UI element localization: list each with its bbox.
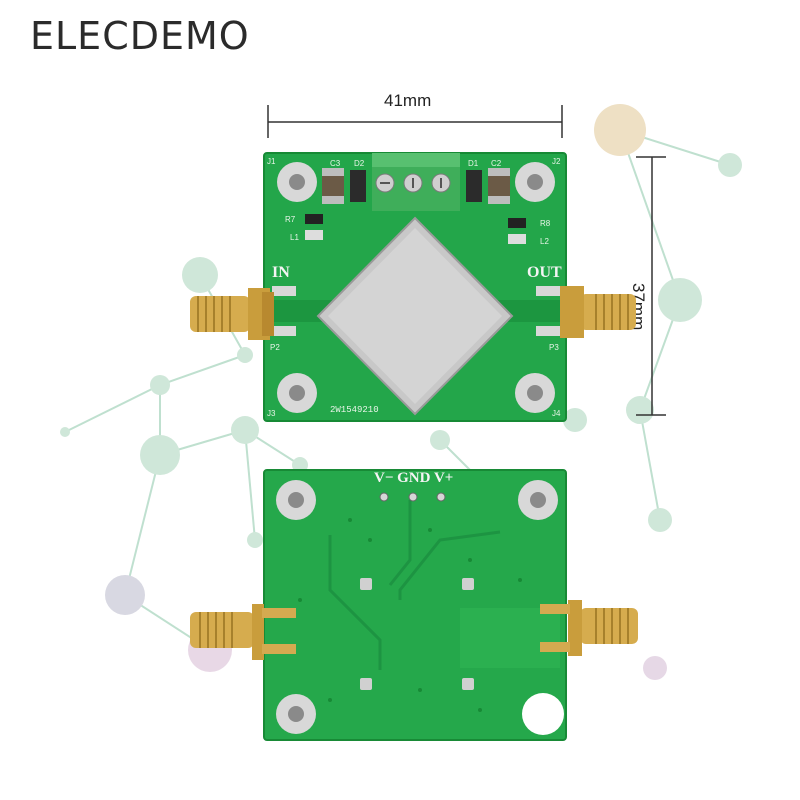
- mount-hole-j1: [277, 162, 317, 202]
- brand-logo: ELECDEMO: [30, 14, 250, 58]
- sma-connector-bottom-right: [540, 600, 638, 656]
- svg-text:R7: R7: [285, 215, 296, 224]
- svg-text:L2: L2: [540, 237, 549, 246]
- svg-text:J2: J2: [552, 157, 561, 166]
- svg-text:R8: R8: [540, 219, 551, 228]
- sma-connector-output: [560, 286, 636, 338]
- pcb-bottom-substrate: [264, 470, 566, 740]
- width-dimension-label: 41mm: [384, 91, 432, 110]
- output-label: OUT: [527, 264, 562, 281]
- sma-connector-bottom-left: [190, 604, 296, 660]
- sma-connector-input: [190, 288, 274, 340]
- mount-hole-j4: [515, 373, 555, 413]
- svg-text:J3: J3: [267, 409, 276, 418]
- mount-hole-j3: [277, 373, 317, 413]
- svg-text:P2: P2: [270, 343, 280, 352]
- input-label: IN: [272, 264, 290, 281]
- svg-text:J4: J4: [552, 409, 561, 418]
- svg-text:P3: P3: [549, 343, 559, 352]
- svg-text:C2: C2: [491, 159, 502, 168]
- svg-text:J1: J1: [267, 157, 276, 166]
- svg-text:L1: L1: [290, 233, 299, 242]
- svg-text:D2: D2: [354, 159, 365, 168]
- power-pin-labels: V− GND V+: [374, 470, 454, 486]
- svg-text:C3: C3: [330, 159, 341, 168]
- serial-number: 2W1549210: [330, 405, 379, 415]
- svg-text:D1: D1: [468, 159, 479, 168]
- mount-hole-j2: [515, 162, 555, 202]
